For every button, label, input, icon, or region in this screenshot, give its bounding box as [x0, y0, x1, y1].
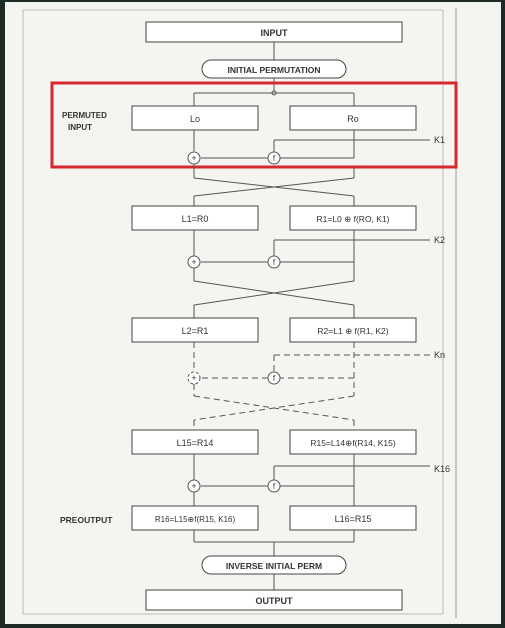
output-label: OUTPUT: [256, 596, 294, 606]
highlight-box: [50, 81, 458, 169]
output-box: [145, 589, 403, 611]
xor-icon: +: [191, 153, 196, 163]
l16-label: L16=R15: [335, 514, 372, 524]
r2-label: R2=L1 ⊕ f(R1, K2): [317, 326, 388, 336]
xor-icon: +: [191, 257, 196, 267]
f-node: [267, 371, 281, 385]
k16-label: K16: [434, 464, 450, 474]
initial-permutation-label: INITIAL PERMUTATION: [227, 65, 320, 75]
permuted-input-label: PERMUTED: [62, 111, 107, 120]
l0-label: Lo: [190, 114, 200, 124]
preoutput-label: PREOUTPUT: [60, 515, 113, 525]
f-icon: f: [273, 258, 276, 267]
k2-label: K2: [434, 235, 445, 245]
l0-box: [131, 105, 259, 131]
l1-box: [131, 205, 259, 231]
r16-box: [131, 505, 259, 531]
kn-label: Kn: [434, 350, 445, 360]
permuted-input-label-2: INPUT: [68, 123, 92, 132]
l2-label: L2=R1: [182, 326, 209, 336]
xor-node: [187, 371, 201, 385]
r1-box: [289, 205, 417, 231]
xor-icon: +: [191, 373, 196, 383]
dashed-cross-line: [193, 395, 355, 421]
cross-line: [193, 177, 355, 197]
l2-box: [131, 317, 259, 343]
f-icon: f: [273, 374, 276, 383]
f-icon: f: [273, 154, 276, 163]
figure-frame: [22, 9, 444, 615]
k1-label: K1: [434, 135, 445, 145]
f-node: [267, 255, 281, 269]
l1-label: L1=R0: [182, 214, 209, 224]
f-icon: f: [273, 482, 276, 491]
cross-line: [193, 280, 355, 306]
input-label: INPUT: [261, 28, 289, 38]
r15-label: R15=L14⊕f(R14, K15): [310, 438, 395, 448]
l15-box: [131, 429, 259, 455]
r0-label: Ro: [347, 114, 359, 124]
r15-box: [289, 429, 417, 455]
xor-icon: +: [191, 481, 196, 491]
l16-box: [289, 505, 417, 531]
f-node: [267, 151, 281, 165]
r2-box: [289, 317, 417, 343]
r16-label: R16=L15⊕f(R15, K16): [155, 515, 236, 524]
f-node: [267, 479, 281, 493]
inverse-initial-perm-label: INVERSE INITIAL PERM: [226, 561, 322, 571]
r0-box: [289, 105, 417, 131]
l15-label: L15=R14: [177, 438, 214, 448]
r1-label: R1=L0 ⊕ f(RO, K1): [316, 214, 389, 224]
